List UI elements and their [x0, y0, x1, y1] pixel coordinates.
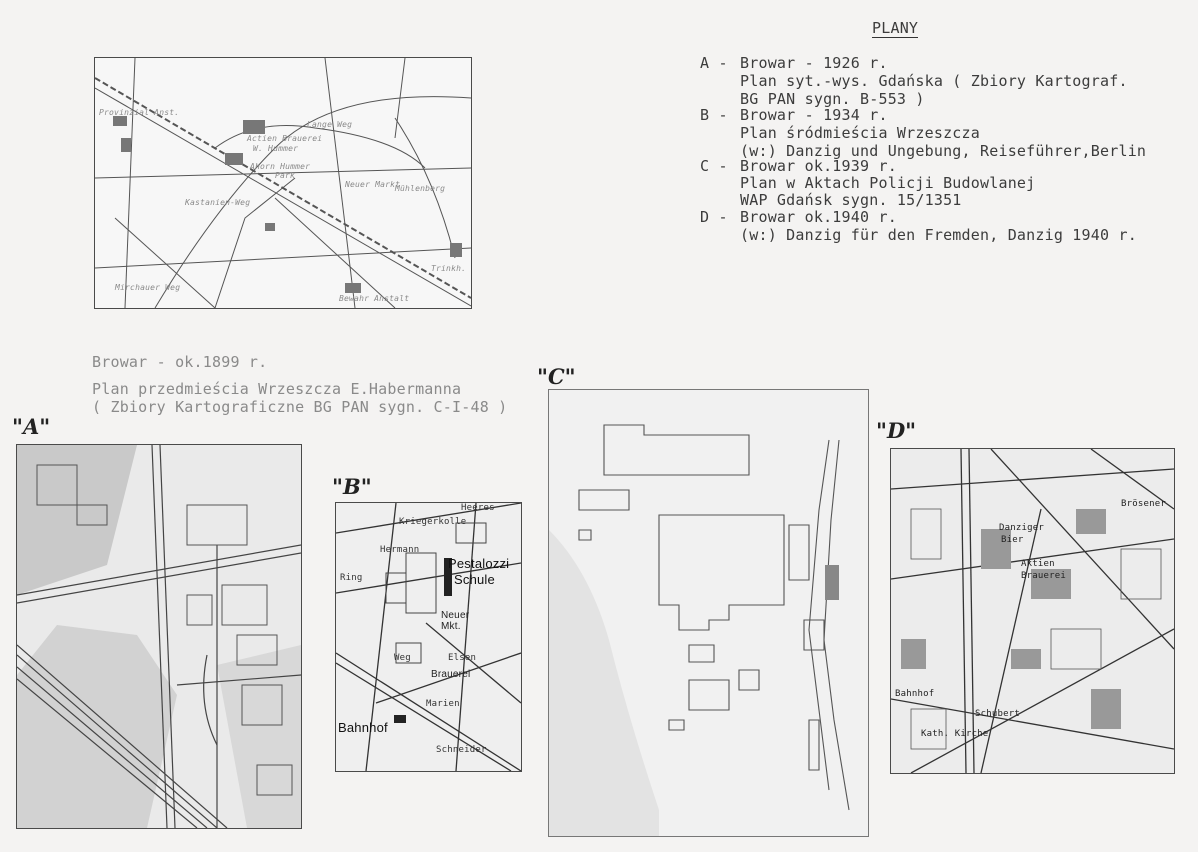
legend-c-line: WAP Gdańsk sygn. 15/1351	[740, 191, 962, 209]
legend-a-line: BG PAN sygn. B-553 )	[740, 90, 925, 108]
map-b-label: Mkt.	[441, 621, 461, 632]
map-1899-label: Lange Weg	[307, 120, 353, 129]
legend-c-line: Plan w Aktach Policji Budowlanej	[740, 174, 1036, 192]
legend-key-d: D -	[700, 208, 728, 226]
map-b-label: Pestalozzi	[448, 556, 510, 571]
map-d-drawing	[891, 449, 1174, 773]
legend-a-line: Browar - 1926 r.	[740, 54, 888, 72]
map-1899-label: Actien Brauerei	[247, 134, 323, 143]
figure-label-a: "A"	[12, 414, 51, 439]
figure-label-b: "B"	[332, 474, 372, 499]
legend-key-a: A -	[700, 54, 728, 72]
map-1899-label: Mirchauer Weg	[115, 283, 181, 292]
legend-c-line: Browar ok.1939 r.	[740, 157, 897, 175]
map-d-label: Bier	[1001, 535, 1024, 545]
figure-label-d: "D"	[876, 418, 917, 443]
caption-1899-line: Plan przedmieścia Wrzeszcza E.Habermanna	[92, 380, 462, 398]
map-d: Danziger Bier Aktien Brauerei Bahnhof Ka…	[890, 448, 1175, 774]
page-heading: PLANY	[872, 19, 919, 38]
map-a-drawing	[17, 445, 301, 828]
map-d-label: Danziger	[999, 523, 1044, 533]
map-b-label: Hermann	[380, 545, 420, 555]
map-1899-label: W. Hummer	[253, 144, 299, 153]
legend-d-line: (w:) Danzig für den Fremden, Danzig 1940…	[740, 226, 1137, 244]
map-b: Kriegerkolle Heeres Pestalozzi Schule Ne…	[335, 502, 522, 772]
caption-1899-line: ( Zbiory Kartograficzne BG PAN sygn. C-I…	[92, 398, 508, 416]
map-b-drawing	[336, 503, 521, 771]
map-d-label: Brauerei	[1021, 571, 1066, 581]
map-b-label: Elsen	[448, 653, 477, 663]
plan-c	[548, 389, 869, 837]
map-b-label: Heeres	[461, 503, 495, 513]
legend-a-line: Plan syt.-wys. Gdańska ( Zbiory Kartogra…	[740, 72, 1128, 90]
map-1899-label: Trinkh.	[431, 264, 467, 273]
map-1899: Lange Weg Actien Brauerei W. Hummer Ahor…	[94, 57, 472, 309]
legend-d-line: Browar ok.1940 r.	[740, 208, 897, 226]
map-1899-label: Neuer Markt	[345, 180, 401, 189]
map-b-label: Kriegerkolle	[399, 517, 467, 527]
legend-key-b: B -	[700, 106, 728, 124]
map-1899-label: Provinzial Anst.	[99, 108, 180, 117]
legend-b-line: (w:) Danzig und Ungebung, Reiseführer,Be…	[740, 142, 1147, 160]
legend-b-line: Plan śródmieścia Wrzeszcza	[740, 124, 980, 142]
map-b-label: Ring	[340, 573, 363, 583]
plan-c-drawing	[549, 424, 850, 836]
map-b-label: Schneider	[436, 745, 487, 755]
map-b-label: Marien	[426, 699, 460, 709]
map-d-label: Schubert	[975, 709, 1020, 719]
legend-key-c: C -	[700, 157, 728, 175]
map-b-label: Neuer	[441, 610, 470, 621]
map-1899-drawing	[95, 58, 471, 308]
map-a	[16, 444, 302, 829]
legend-b-line: Browar - 1934 r.	[740, 106, 888, 124]
map-1899-label: Park	[275, 171, 296, 180]
map-1899-label: Ahorn Hummer	[250, 162, 311, 171]
caption-1899-line: Browar - ok.1899 r.	[92, 353, 268, 371]
map-b-label: Bahnhof	[338, 720, 388, 735]
figure-label-c: "C"	[537, 364, 576, 389]
map-1899-label: Kastanien-Weg	[185, 198, 251, 207]
map-b-label: Schule	[454, 572, 495, 587]
map-b-label: Brauerei	[431, 669, 471, 680]
map-d-label: Aktien	[1021, 559, 1055, 569]
map-d-label: Brösener	[1121, 499, 1166, 509]
map-1899-label: Mühlenberg	[395, 184, 446, 193]
map-b-label: Weg	[394, 653, 411, 663]
map-1899-label: Bewahr Anstalt	[339, 294, 410, 303]
map-d-label: Kath. Kirche	[921, 729, 989, 739]
map-d-label: Bahnhof	[895, 689, 935, 699]
